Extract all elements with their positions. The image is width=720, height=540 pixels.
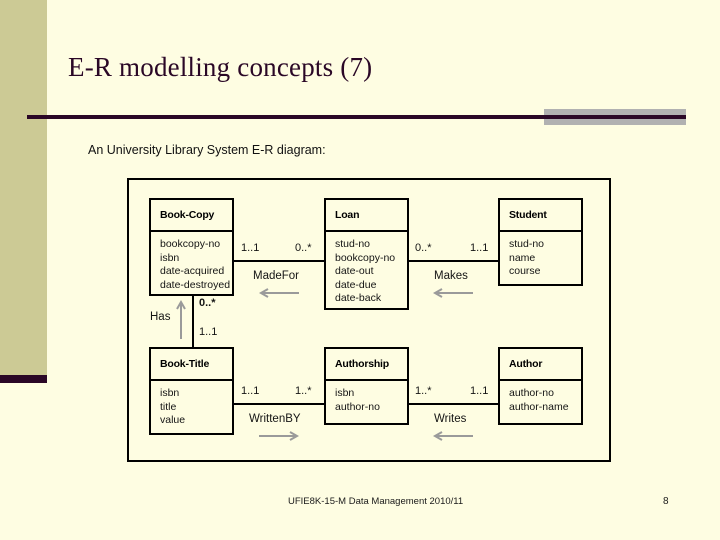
attribute: author-name xyxy=(509,400,569,413)
entity-authorship[interactable]: Authorship isbn author-no xyxy=(324,347,409,425)
entity-attributes: author-no author-name xyxy=(500,381,581,418)
attribute: title xyxy=(160,400,177,413)
cardinality-writtenby-to: 1..* xyxy=(295,385,312,397)
attribute: stud-no xyxy=(509,238,545,250)
entity-book-copy[interactable]: Book-Copy bookcopy-no isbn date-acquired… xyxy=(149,198,234,296)
cardinality-has-from: 0..* xyxy=(199,297,216,309)
slide-subtitle: An University Library System E-R diagram… xyxy=(88,143,326,157)
entity-title: Student xyxy=(500,200,581,232)
entity-title: Loan xyxy=(326,200,407,232)
entity-attributes: isbn author-no xyxy=(326,381,407,418)
entity-title: Author xyxy=(500,349,581,381)
attribute: author-no xyxy=(335,400,380,413)
attribute: date-out xyxy=(335,265,374,277)
attribute: date-due xyxy=(335,278,377,291)
sidebar-accent-foot xyxy=(0,375,47,383)
cardinality-makes-to: 1..1 xyxy=(470,242,489,254)
connector-bookcopy-loan xyxy=(233,260,325,262)
title-rule-line xyxy=(27,115,686,119)
entity-loan[interactable]: Loan stud-no bookcopy-no date-out date-d… xyxy=(324,198,409,310)
relationship-label-writes: Writes xyxy=(434,413,467,425)
er-diagram-frame: Book-Copy bookcopy-no isbn date-acquired… xyxy=(127,178,611,462)
connector-loan-student xyxy=(407,260,499,262)
entity-attributes: bookcopy-no isbn date-acquired date-dest… xyxy=(151,232,232,296)
attribute: date-acquired xyxy=(160,265,225,277)
cardinality-writes-from: 1..* xyxy=(415,385,432,397)
footer-course-label: UFIE8K-15-M Data Management 2010/11 xyxy=(288,496,464,507)
attribute: bookcopy-no xyxy=(160,238,221,250)
connector-booktitle-bookcopy xyxy=(192,290,194,350)
cardinality-madefor-from: 1..1 xyxy=(241,242,260,254)
attribute: bookcopy-no xyxy=(335,251,396,264)
attribute: date-destroyed xyxy=(160,278,231,291)
entity-title: Book-Title xyxy=(151,349,232,381)
entity-title: Book-Copy xyxy=(151,200,232,232)
attribute: value xyxy=(160,414,186,426)
entity-title: Authorship xyxy=(326,349,407,381)
arrow-left-icon xyxy=(432,431,473,441)
arrow-left-icon xyxy=(258,288,299,298)
connector-authorship-author xyxy=(407,403,499,405)
cardinality-has-to: 1..1 xyxy=(199,326,218,338)
entity-student[interactable]: Student stud-no name course xyxy=(498,198,583,286)
connector-booktitle-authorship xyxy=(233,403,325,405)
arrow-right-icon xyxy=(259,431,300,441)
relationship-label-makes: Makes xyxy=(434,270,468,282)
entity-attributes: isbn title value xyxy=(151,381,232,432)
entity-attributes: stud-no bookcopy-no date-out date-due da… xyxy=(326,232,407,310)
entity-author[interactable]: Author author-no author-name xyxy=(498,347,583,425)
cardinality-madefor-to: 0..* xyxy=(295,242,312,254)
entity-book-title[interactable]: Book-Title isbn title value xyxy=(149,347,234,435)
attribute: isbn xyxy=(160,251,180,264)
attribute: isbn xyxy=(160,387,180,399)
page-title: E-R modelling concepts (7) xyxy=(68,52,373,82)
attribute: stud-no xyxy=(335,238,371,250)
attribute: isbn xyxy=(335,387,355,399)
attribute: date-back xyxy=(335,292,382,304)
relationship-label-writtenby: WrittenBY xyxy=(249,413,301,425)
arrow-up-icon xyxy=(176,299,186,339)
arrow-left-icon xyxy=(432,288,473,298)
entity-attributes: stud-no name course xyxy=(500,232,581,283)
cardinality-writes-to: 1..1 xyxy=(470,385,489,397)
cardinality-writtenby-from: 1..1 xyxy=(241,385,260,397)
attribute: name xyxy=(509,251,536,264)
relationship-label-madefor: MadeFor xyxy=(253,270,300,282)
cardinality-makes-from: 0..* xyxy=(415,242,432,254)
sidebar-accent-band xyxy=(0,0,47,375)
attribute: author-no xyxy=(509,387,554,399)
footer-page-number: 8 xyxy=(663,496,669,507)
relationship-label-has: Has xyxy=(150,311,171,323)
attribute: course xyxy=(509,265,541,277)
